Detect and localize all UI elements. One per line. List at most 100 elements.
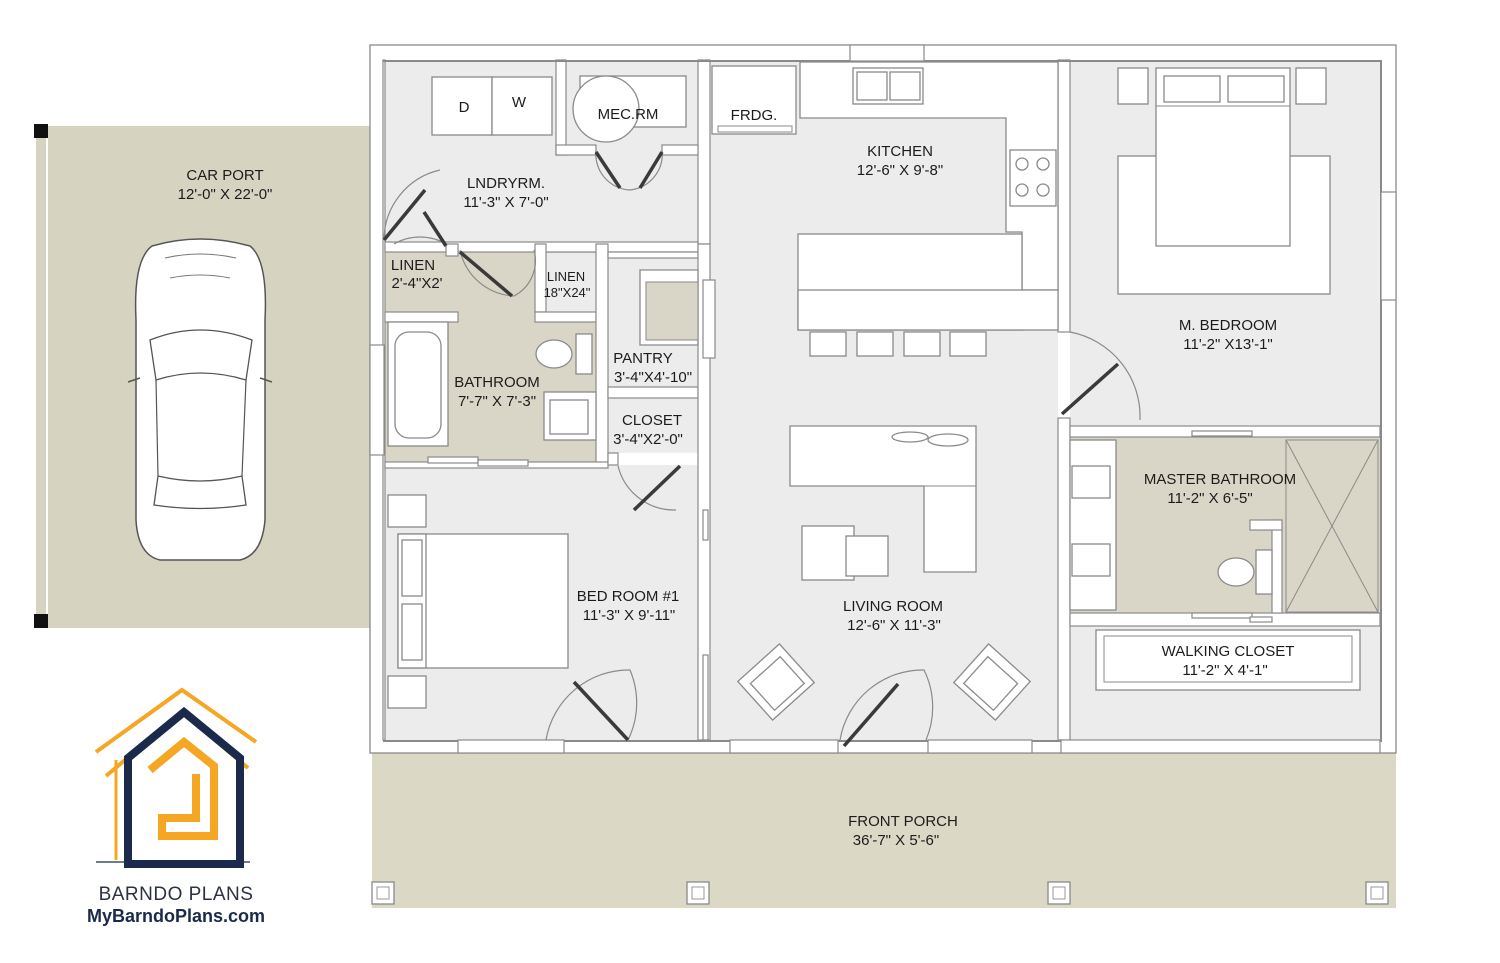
sliding-door <box>702 509 709 541</box>
toilet-tank <box>1255 549 1273 595</box>
sink-basin <box>889 71 921 101</box>
door-leaf <box>632 464 682 512</box>
pantry-dims: 3'-4"X4'-10" <box>614 369 692 386</box>
porch-post-inner <box>1370 886 1384 900</box>
linen2-name: LINEN <box>547 269 585 284</box>
carport-post <box>34 124 48 138</box>
dryer <box>431 76 493 136</box>
door-leaf <box>638 151 664 189</box>
window <box>1380 191 1397 301</box>
living-dims: 12'-6" X 11'-3" <box>847 617 941 634</box>
wall <box>607 386 699 399</box>
door-swing <box>545 669 638 741</box>
laundry-dims: 11'-3" X 7'-0" <box>463 194 548 211</box>
wall <box>607 452 619 466</box>
wall <box>697 59 711 245</box>
wall <box>383 740 1382 742</box>
door-leaf <box>382 188 427 242</box>
window <box>927 739 1033 754</box>
sliding-door <box>1191 612 1253 619</box>
porch-name: FRONT PORCH <box>848 813 958 830</box>
porch-post-inner <box>1052 886 1066 900</box>
burner <box>1036 183 1050 197</box>
laundry-name: LNDRYRM. <box>467 175 545 192</box>
porch-slab <box>372 752 1396 908</box>
bar-stool <box>903 331 941 357</box>
closet-rod <box>1103 635 1353 683</box>
brand-name: BARNDO PLANS <box>99 884 254 905</box>
wall <box>1271 519 1283 614</box>
island-ledge <box>797 289 1059 331</box>
wall <box>1380 60 1382 740</box>
linen2-floor <box>546 253 596 312</box>
bedroom1-name: BED ROOM #1 <box>577 588 680 605</box>
carport-beam <box>46 138 48 614</box>
toilet-icon <box>535 339 573 369</box>
car-icon <box>127 238 273 561</box>
door-leaf <box>1060 362 1120 416</box>
kitchen-name: KITCHEN <box>867 143 933 160</box>
linen1-dims: 2'-4"X2' <box>391 275 442 292</box>
laundry-fixtures: D W MEC.RM LNDRYRM. 11'-3" X 7'-0" <box>431 75 687 211</box>
house-logo-icon <box>94 687 258 868</box>
kitchen-fixtures: FRDG. KITCHEN 12'-6" X 9'-8" <box>711 61 1059 357</box>
sink <box>1071 543 1111 577</box>
washer <box>491 76 553 136</box>
sliding-door <box>702 279 716 359</box>
washer-label: W <box>512 94 527 111</box>
stove <box>1009 149 1057 207</box>
door-swing <box>617 465 677 511</box>
master-bedroom-dims: 11'-2" X13'-1" <box>1183 336 1272 353</box>
master-bath-dims: 11'-2" X 6'-5" <box>1167 490 1252 507</box>
window <box>369 344 385 456</box>
master-bath-name: MASTER BATHROOM <box>1144 471 1296 488</box>
dryer-label: D <box>459 99 470 116</box>
walk-closet-name: WALKING CLOSET <box>1162 643 1295 660</box>
living-name: LIVING ROOM <box>843 598 943 615</box>
door-leaf <box>842 682 900 748</box>
master-bath-fixtures: MASTER BATHROOM 11'-2" X 6'-5" <box>1069 439 1379 613</box>
sink <box>1071 465 1111 499</box>
walk-closet-dims: 11'-2" X 4'-1" <box>1182 662 1267 679</box>
sliding-door <box>1249 616 1273 623</box>
bar-stool <box>809 331 847 357</box>
porch-post-inner <box>376 886 390 900</box>
wall <box>1057 417 1071 741</box>
toilet-icon <box>1217 557 1255 587</box>
pillow <box>401 603 423 661</box>
porch-post-inner <box>691 886 705 900</box>
armchair-icon <box>952 643 1032 721</box>
fridge-label: FRDG. <box>731 107 778 124</box>
pillow <box>927 433 969 447</box>
door-leaf <box>422 211 448 247</box>
mech-label: MEC.RM <box>598 106 659 123</box>
pantry-shelf-inner <box>645 281 699 341</box>
wall <box>445 243 459 257</box>
wall <box>607 251 699 259</box>
bath-fixtures: LINEN 2'-4"X2' LINEN 18"X24" PANTRY 3'-4… <box>387 257 699 448</box>
closet-name: CLOSET <box>622 412 682 429</box>
sliding-door <box>477 459 529 467</box>
bedroom1-fixtures: BED ROOM #1 11'-3" X 9'-11" <box>387 494 680 709</box>
sliding-door <box>1191 430 1253 437</box>
carport-dims: 12'-0" X 22'-0" <box>178 186 273 203</box>
wall <box>555 59 567 156</box>
porch-post <box>1365 881 1389 905</box>
pillow <box>1227 75 1285 103</box>
door-leaf <box>572 680 630 742</box>
door-swing <box>595 149 631 191</box>
bath-sink <box>549 399 589 435</box>
nightstand <box>1295 67 1327 105</box>
wall <box>1249 519 1283 531</box>
master-bedroom-fixtures: M. BEDROOM 11'-2" X13'-1" <box>1117 67 1331 353</box>
bathroom-dims: 7'-7" X 7'-3" <box>458 393 536 410</box>
door-swing <box>839 669 934 741</box>
burner <box>1036 157 1050 171</box>
burner <box>1015 183 1029 197</box>
windows <box>369 44 1397 754</box>
fridge-door <box>717 125 793 133</box>
porch-post <box>371 881 395 905</box>
window <box>849 44 925 62</box>
window <box>1060 739 1381 754</box>
